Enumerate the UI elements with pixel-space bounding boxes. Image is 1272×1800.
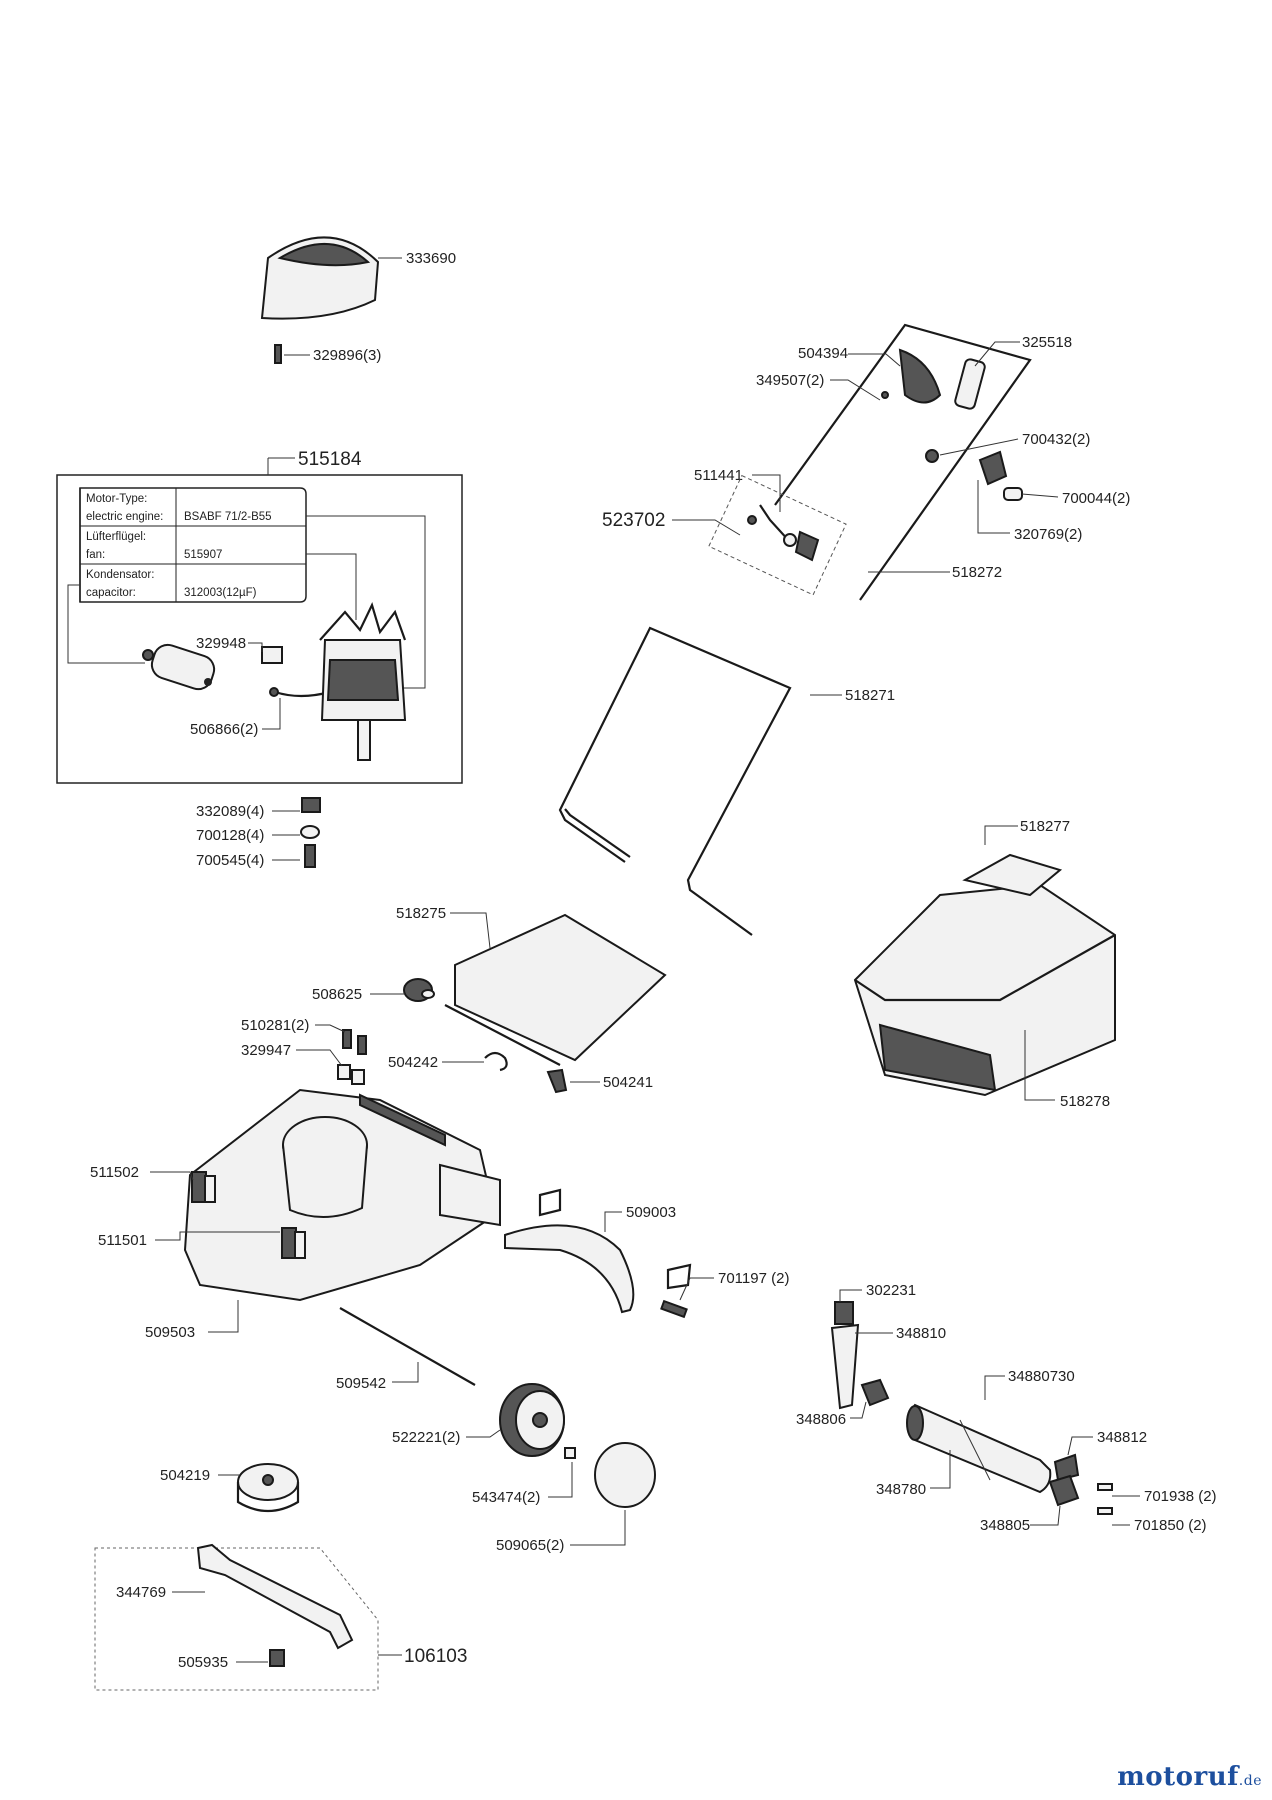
roller-bracket-drawing — [830, 1301, 860, 1410]
label-701938: 701938 (2) — [1144, 1488, 1217, 1505]
label-106103: 106103 — [404, 1646, 467, 1667]
label-511501: 511501 — [98, 1232, 147, 1249]
bushing-drawing — [860, 1378, 890, 1407]
label-329896: 329896(3) — [313, 347, 381, 364]
table-row-1-label-de: Motor-Type: — [86, 493, 147, 505]
table-row-2-label-en: fan: — [86, 549, 105, 561]
axle-drawing — [339, 1307, 476, 1386]
label-523702: 523702 — [602, 510, 665, 531]
label-509503: 509503 — [145, 1324, 195, 1341]
label-510281: 510281(2) — [241, 1017, 309, 1034]
label-329947: 329947 — [241, 1042, 291, 1059]
screw-701850-drawing — [1097, 1507, 1113, 1515]
label-34880730: 34880730 — [1008, 1368, 1075, 1385]
screw-701938-drawing — [1097, 1483, 1113, 1491]
connector-drawing — [261, 646, 283, 664]
table-row-3-value: 312003(12µF) — [184, 587, 257, 599]
deck-housing-drawing — [183, 1088, 501, 1302]
label-325518: 325518 — [1022, 334, 1072, 351]
brand-logo: motoruf.de — [1117, 1762, 1262, 1792]
label-509065: 509065(2) — [496, 1537, 564, 1554]
hub-cap-drawing — [594, 1442, 656, 1508]
brand-name: motoruf — [1117, 1762, 1239, 1792]
label-518277: 518277 — [1020, 818, 1070, 835]
label-700545: 700545(4) — [196, 852, 264, 869]
label-518275: 518275 — [396, 905, 446, 922]
label-518271: 518271 — [845, 687, 895, 704]
table-row-3-label-de: Kondensator: — [86, 569, 154, 581]
roller-holder-drawing — [1048, 1474, 1080, 1507]
label-348780: 348780 — [876, 1481, 926, 1498]
label-302231: 302231 — [866, 1282, 916, 1299]
side-bracket-drawing — [504, 1188, 692, 1314]
knob-drawing — [403, 978, 435, 1002]
label-504241: 504241 — [603, 1074, 653, 1091]
label-701197: 701197 (2) — [718, 1270, 789, 1287]
wheel-clip-drawing — [564, 1447, 576, 1459]
label-348812: 348812 — [1097, 1429, 1147, 1446]
motor-kit-frame — [56, 474, 463, 784]
label-505935: 505935 — [178, 1654, 228, 1671]
label-509542: 509542 — [336, 1375, 386, 1392]
label-700432: 700432(2) — [1022, 431, 1090, 448]
rod-end-drawing — [546, 1068, 568, 1094]
height-clips-drawing — [191, 1171, 306, 1259]
label-332089: 332089(4) — [196, 803, 264, 820]
screws-clips-drawing — [337, 1029, 367, 1085]
label-518278: 518278 — [1060, 1093, 1110, 1110]
label-348805: 348805 — [980, 1517, 1030, 1534]
electric-motor-drawing — [319, 601, 407, 761]
table-row-2-value: 515907 — [184, 549, 222, 561]
label-348810: 348810 — [896, 1325, 946, 1342]
label-349507: 349507(2) — [756, 372, 824, 389]
label-701850: 701850 (2) — [1134, 1517, 1207, 1534]
nut-washer-screw-drawing — [300, 797, 321, 868]
table-row-2-label-de: Lüfterflügel: — [86, 531, 146, 543]
label-508625: 508625 — [312, 986, 362, 1003]
label-344769: 344769 — [116, 1584, 166, 1601]
blade-kit-frame — [94, 1547, 379, 1691]
wheel-drawing — [499, 1383, 565, 1457]
label-518272: 518272 — [952, 564, 1002, 581]
grass-box-drawing — [853, 853, 1116, 1097]
label-515184: 515184 — [298, 449, 362, 470]
table-row-3-label-en: capacitor: — [86, 587, 136, 599]
label-543474: 543474(2) — [472, 1489, 540, 1506]
wire-drawing — [274, 690, 331, 698]
motor-spec-table: Motor-Type: electric engine: BSABF 71/2-… — [79, 487, 307, 603]
label-506866: 506866(2) — [190, 721, 258, 738]
label-700044: 700044(2) — [1062, 490, 1130, 507]
roller-drawing — [906, 1403, 1052, 1494]
label-333690: 333690 — [406, 250, 456, 267]
label-320769: 320769(2) — [1014, 526, 1082, 543]
capacitor-drawing — [142, 643, 216, 691]
label-348806: 348806 — [796, 1411, 846, 1428]
end-cap-drawing — [1053, 1453, 1080, 1482]
label-504242: 504242 — [388, 1054, 438, 1071]
label-504394: 504394 — [798, 345, 848, 362]
label-504219: 504219 — [160, 1467, 210, 1484]
fan-wheel-drawing — [236, 1463, 300, 1512]
table-row-1-label-en: electric engine: — [86, 511, 163, 523]
label-522221: 522221(2) — [392, 1429, 460, 1446]
blade-drawing — [196, 1543, 354, 1650]
brand-suffix: .de — [1238, 1773, 1262, 1789]
upper-handle-drawing — [747, 323, 1032, 601]
table-row-1-value: BSABF 71/2-B55 — [184, 511, 272, 523]
motor-cover-drawing — [260, 236, 402, 364]
label-700128: 700128(4) — [196, 827, 264, 844]
lower-handle-drawing — [558, 626, 792, 936]
label-509003: 509003 — [626, 1204, 676, 1221]
blade-bolt-drawing — [269, 1649, 285, 1667]
label-329948: 329948 — [196, 635, 246, 652]
spring-drawing — [484, 1051, 508, 1072]
rear-flap-drawing — [444, 913, 667, 1066]
label-511441: 511441 — [694, 467, 743, 484]
bolt-drawing — [660, 1299, 688, 1319]
label-511502: 511502 — [90, 1164, 139, 1181]
